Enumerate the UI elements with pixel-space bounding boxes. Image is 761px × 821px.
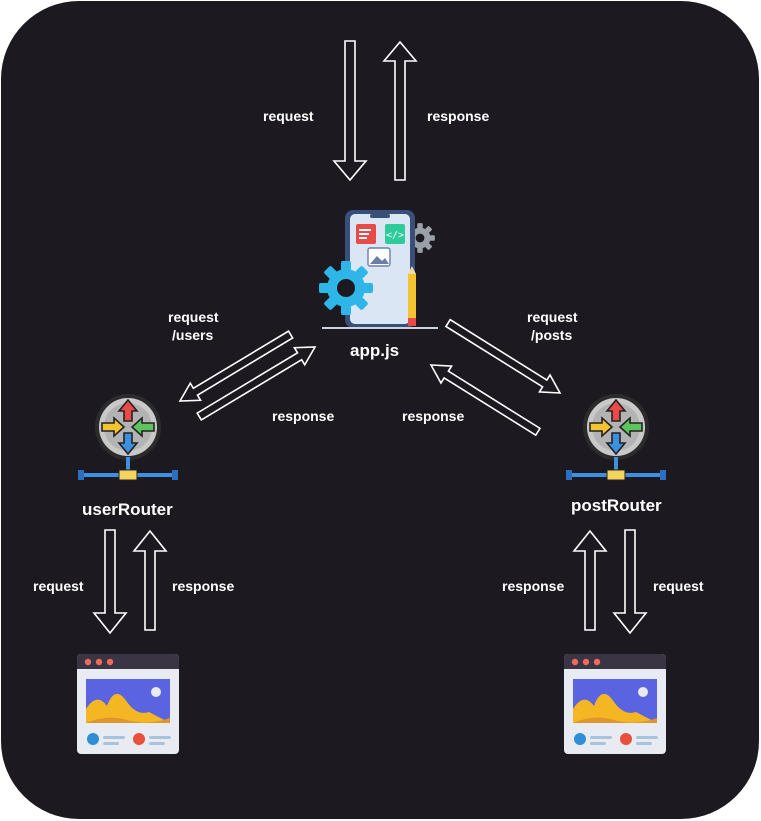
right-response-label: response — [402, 408, 465, 424]
top-response-arrow — [382, 40, 418, 181]
left-request-arrow — [178, 330, 294, 402]
post-router-icon — [564, 394, 668, 482]
right-response-arrow — [429, 364, 542, 437]
post-router-label: postRouter — [571, 496, 662, 515]
bottom-left-response-arrow — [132, 529, 168, 631]
right-request-label-line1: request — [527, 309, 578, 325]
post-client-browser-icon — [564, 654, 666, 754]
top-request-arrow — [332, 40, 368, 182]
left-request-label-line1: request — [168, 309, 219, 325]
bottom-right-response-arrow — [572, 529, 608, 631]
bottom-left-response-label: response — [172, 578, 235, 594]
bottom-right-response-label: response — [502, 578, 565, 594]
left-request-label-line2: /users — [172, 327, 214, 343]
app-js-label: app.js — [350, 341, 400, 360]
top-response-label: response — [427, 108, 490, 124]
svg-text:</>: </> — [386, 230, 404, 241]
right-request-arrow — [444, 318, 562, 394]
user-router-icon — [76, 394, 180, 482]
bottom-right-request-label: request — [653, 578, 704, 594]
bottom-left-request-label: request — [33, 578, 84, 594]
user-client-browser-icon — [77, 654, 179, 754]
top-request-label: request — [263, 108, 314, 124]
left-response-label: response — [272, 408, 335, 424]
right-request-label-line2: /posts — [531, 327, 573, 343]
bottom-left-request-arrow — [92, 529, 128, 635]
app-js-mobile-icon: </> — [319, 210, 438, 329]
bottom-right-request-arrow — [612, 529, 648, 635]
left-response-arrow — [196, 346, 317, 422]
user-router-label: userRouter — [82, 500, 173, 519]
